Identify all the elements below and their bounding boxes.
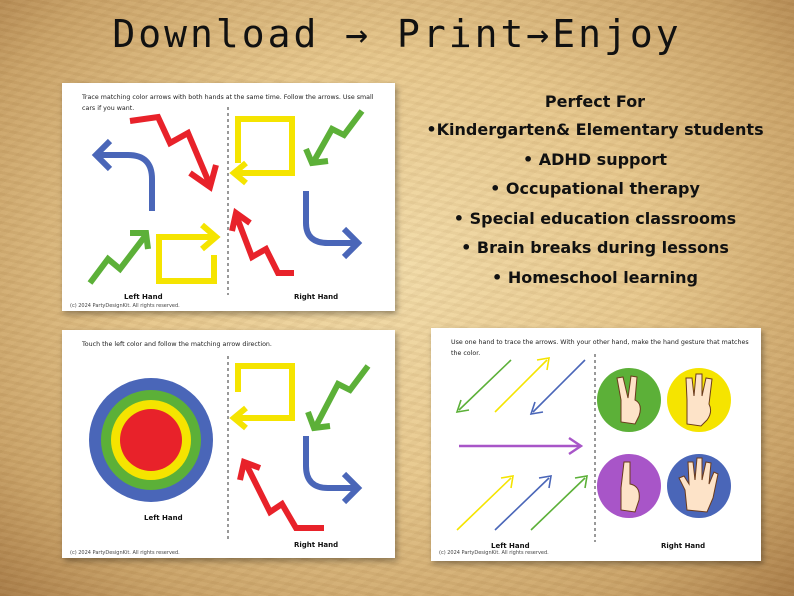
perfect-for-item: • ADHD support bbox=[522, 149, 668, 169]
card2-right-hand-label: Right Hand bbox=[294, 541, 339, 549]
card3-left-hand-label: Left Hand bbox=[491, 542, 530, 550]
red-zigzag-arrow-right bbox=[229, 207, 294, 276]
card3-copyright: (c) 2024 PartyDesignKit. All rights rese… bbox=[439, 550, 549, 556]
card1-right-hand-label: Right Hand bbox=[294, 293, 339, 301]
red-zigzag-arrow bbox=[129, 113, 219, 192]
card2-left-hand-label: Left Hand bbox=[144, 514, 183, 522]
perfect-for-item: •Kindergarten& Elementary students bbox=[426, 120, 764, 139]
arrow-gesture-illustration bbox=[455, 354, 731, 542]
card1-left-hand-label: Left Hand bbox=[124, 293, 163, 301]
card3-right-hand-label: Right Hand bbox=[661, 542, 706, 550]
open-palm-hand-icon bbox=[667, 454, 731, 518]
green-zigzag-arrow bbox=[87, 230, 151, 285]
worksheet-card-both-hands: Trace matching color arrows with both ha… bbox=[62, 83, 395, 311]
target-arrow-illustration bbox=[89, 356, 371, 542]
card2-copyright: (c) 2024 PartyDesignKit. All rights rese… bbox=[70, 550, 180, 556]
peace-sign-hand-icon bbox=[597, 368, 661, 432]
perfect-for-item: • Brain breaks during lessons bbox=[461, 238, 729, 257]
diagonal-arrows-top bbox=[455, 357, 586, 416]
card1-copyright: (c) 2024 PartyDesignKit. All rights rese… bbox=[70, 303, 180, 309]
yellow-square-arrow bbox=[229, 363, 295, 431]
card3-instruction: Use one hand to trace the arrows. With y… bbox=[451, 339, 749, 357]
worksheet-card-gestures: Use one hand to trace the arrows. With y… bbox=[431, 328, 761, 561]
perfect-for-list: Perfect For •Kindergarten& Elementary st… bbox=[410, 89, 780, 292]
blue-curve-arrow bbox=[303, 436, 363, 505]
card2-instruction: Touch the left color and follow the matc… bbox=[82, 341, 272, 348]
perfect-for-heading: Perfect For bbox=[544, 92, 646, 111]
color-target bbox=[89, 378, 213, 502]
one-finger-hand-icon bbox=[597, 454, 661, 518]
red-zigzag-arrow bbox=[237, 457, 324, 531]
perfect-for-item: • Occupational therapy bbox=[490, 179, 700, 198]
diagonal-arrows-bottom bbox=[456, 475, 588, 531]
purple-horizontal-arrow bbox=[459, 437, 584, 455]
green-zigzag-arrow bbox=[305, 364, 371, 432]
arrow-tracing-illustration bbox=[87, 107, 365, 295]
blue-curve-arrow bbox=[91, 138, 155, 211]
yellow-square-arrow-right bbox=[229, 116, 295, 186]
yellow-square-arrow bbox=[156, 222, 221, 284]
green-zigzag-arrow-right bbox=[303, 109, 365, 167]
perfect-for-item: • Homeschool learning bbox=[492, 267, 698, 287]
card1-instruction: Trace matching color arrows with both ha… bbox=[82, 94, 374, 112]
perfect-for-item: • Special education classrooms bbox=[453, 208, 737, 228]
three-fingers-hand-icon bbox=[667, 368, 731, 432]
page-title: Download → Print→Enjoy bbox=[112, 12, 682, 56]
blue-curve-arrow-right bbox=[303, 191, 363, 260]
worksheet-card-target: Touch the left color and follow the matc… bbox=[62, 330, 395, 558]
